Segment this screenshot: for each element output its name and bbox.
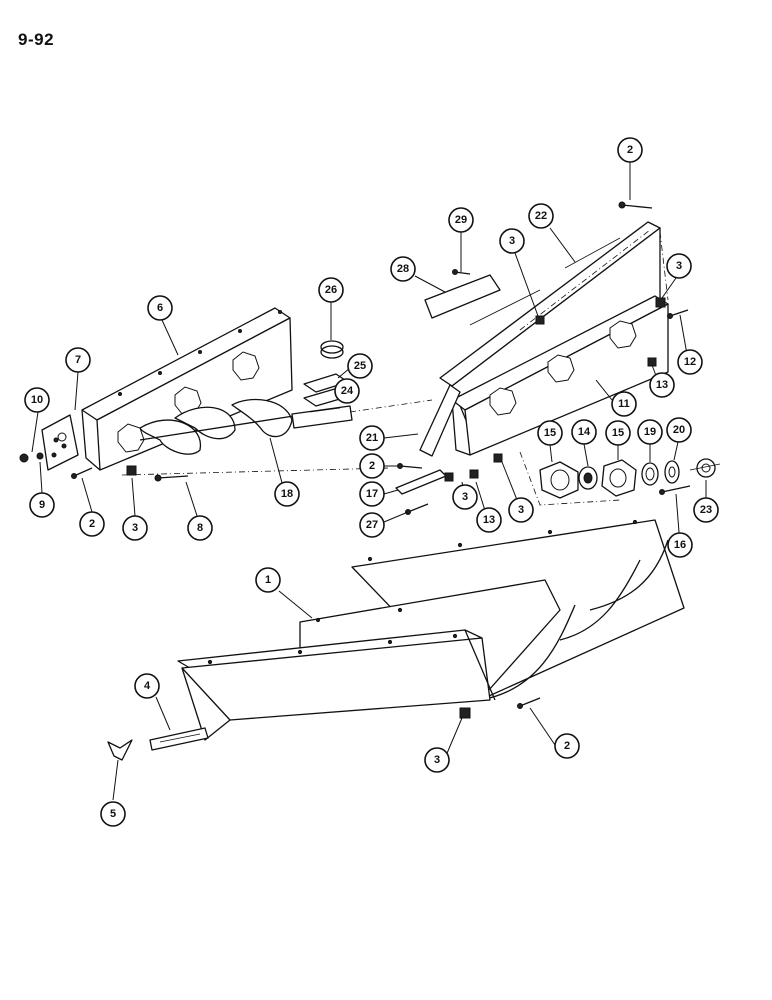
callout-3: 3 xyxy=(508,497,534,523)
svg-text:6: 6 xyxy=(157,302,163,314)
svg-text:7: 7 xyxy=(75,354,81,366)
callout-9: 9 xyxy=(29,492,55,518)
callout-21: 21 xyxy=(359,425,385,451)
svg-text:20: 20 xyxy=(673,424,685,436)
callout-29: 29 xyxy=(448,207,474,233)
svg-text:16: 16 xyxy=(674,539,686,551)
svg-text:10: 10 xyxy=(31,394,43,406)
callout-26: 26 xyxy=(318,277,344,303)
svg-text:11: 11 xyxy=(618,398,630,410)
callout-28: 28 xyxy=(390,256,416,282)
bearing-plate-7 xyxy=(41,414,79,471)
callout-3: 3 xyxy=(666,253,692,279)
callout-20: 20 xyxy=(666,417,692,443)
callout-17: 17 xyxy=(359,481,385,507)
auger-flighting xyxy=(139,398,353,455)
callout-13: 13 xyxy=(649,372,675,398)
callout-5: 5 xyxy=(100,801,126,827)
svg-text:25: 25 xyxy=(354,360,366,372)
svg-text:2: 2 xyxy=(369,460,375,472)
callout-2: 2 xyxy=(617,137,643,163)
svg-text:21: 21 xyxy=(366,432,378,444)
svg-text:13: 13 xyxy=(656,379,668,391)
callout-19: 19 xyxy=(637,419,663,445)
callout-labels: 2 29 22 3 28 3 26 6 12 25 24 7 13 11 10 … xyxy=(24,137,719,827)
alignment-lines xyxy=(121,231,669,506)
callout-23: 23 xyxy=(693,497,719,523)
svg-text:15: 15 xyxy=(612,427,624,439)
svg-text:13: 13 xyxy=(483,514,495,526)
callout-3: 3 xyxy=(499,228,525,254)
svg-text:29: 29 xyxy=(455,214,467,226)
svg-text:17: 17 xyxy=(366,488,378,500)
svg-text:2: 2 xyxy=(564,740,570,752)
svg-text:2: 2 xyxy=(627,144,633,156)
callout-4: 4 xyxy=(134,673,160,699)
callout-3: 3 xyxy=(452,484,478,510)
svg-text:9: 9 xyxy=(39,499,45,511)
svg-text:24: 24 xyxy=(341,385,354,397)
svg-text:14: 14 xyxy=(578,426,591,438)
callout-2: 2 xyxy=(79,511,105,537)
callout-22: 22 xyxy=(528,203,554,229)
svg-text:3: 3 xyxy=(462,491,468,503)
svg-text:18: 18 xyxy=(281,488,293,500)
callout-15: 15 xyxy=(537,420,563,446)
svg-text:3: 3 xyxy=(676,260,682,272)
svg-text:27: 27 xyxy=(366,519,378,531)
callout-16: 16 xyxy=(667,532,693,558)
callout-14: 14 xyxy=(571,419,597,445)
callout-2: 2 xyxy=(359,453,385,479)
callout-18: 18 xyxy=(274,481,300,507)
lower-trough xyxy=(149,519,685,751)
callout-3: 3 xyxy=(424,747,450,773)
svg-text:4: 4 xyxy=(144,680,151,692)
callout-7: 7 xyxy=(65,347,91,373)
svg-text:3: 3 xyxy=(132,522,138,534)
svg-text:5: 5 xyxy=(110,808,116,820)
svg-text:12: 12 xyxy=(684,356,696,368)
callout-13: 13 xyxy=(476,507,502,533)
callout-8: 8 xyxy=(187,515,213,541)
svg-text:1: 1 xyxy=(265,574,271,586)
svg-text:19: 19 xyxy=(644,426,656,438)
svg-text:3: 3 xyxy=(434,754,440,766)
bearing-stack xyxy=(539,458,721,499)
callout-6: 6 xyxy=(147,295,173,321)
callout-15: 15 xyxy=(605,420,631,446)
svg-text:28: 28 xyxy=(397,263,409,275)
hardware xyxy=(19,201,691,761)
svg-text:8: 8 xyxy=(197,522,203,534)
svg-text:2: 2 xyxy=(89,518,95,530)
callout-2: 2 xyxy=(554,733,580,759)
callout-3: 3 xyxy=(122,515,148,541)
callout-27: 27 xyxy=(359,512,385,538)
svg-text:3: 3 xyxy=(509,235,515,247)
svg-text:23: 23 xyxy=(700,504,712,516)
callout-10: 10 xyxy=(24,387,50,413)
svg-text:22: 22 xyxy=(535,210,547,222)
page-number: 9-92 xyxy=(18,30,55,49)
svg-text:26: 26 xyxy=(325,284,337,296)
callout-25: 25 xyxy=(347,353,373,379)
callout-24: 24 xyxy=(334,378,360,404)
callout-12: 12 xyxy=(677,349,703,375)
callout-1: 1 xyxy=(255,567,281,593)
svg-text:15: 15 xyxy=(544,427,556,439)
right-housing xyxy=(419,295,669,457)
callout-11: 11 xyxy=(611,391,637,417)
svg-text:3: 3 xyxy=(518,504,524,516)
